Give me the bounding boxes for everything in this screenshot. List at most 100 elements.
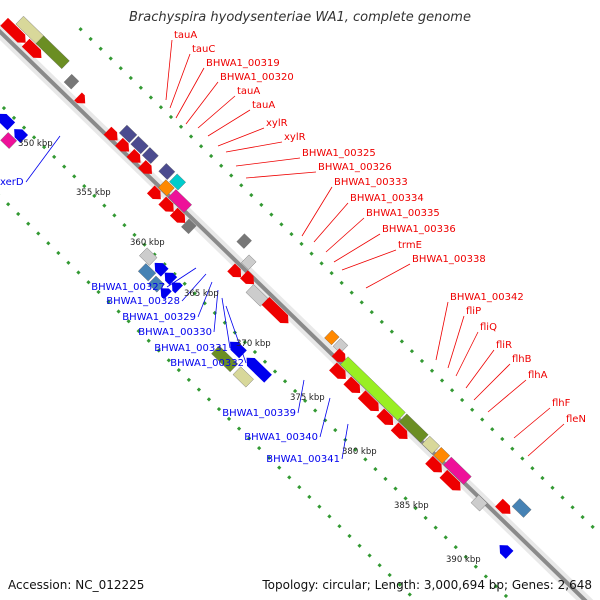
tick-dot bbox=[429, 368, 435, 373]
forward-gene-label: flhB bbox=[512, 354, 532, 365]
gene-feature-box bbox=[63, 73, 80, 90]
reverse-gene-label: BHWA1_00327 bbox=[91, 282, 165, 293]
tick-dot bbox=[176, 367, 181, 373]
gene-feature-box bbox=[340, 356, 406, 421]
leader-line bbox=[197, 281, 213, 318]
gene-feature-box bbox=[324, 329, 340, 346]
tick-dot bbox=[503, 593, 509, 599]
tick-dot bbox=[493, 584, 499, 589]
tick-dot bbox=[182, 281, 187, 286]
tick-dot bbox=[353, 447, 358, 452]
reverse-gene-arrow bbox=[160, 288, 172, 300]
gene-feature-box bbox=[421, 435, 441, 455]
forward-gene-arrow bbox=[331, 348, 346, 363]
leader-line bbox=[185, 81, 219, 125]
gene-feature-box bbox=[241, 254, 257, 271]
tick-dot bbox=[277, 465, 282, 470]
tick-dot bbox=[257, 446, 262, 451]
tick-dot bbox=[272, 369, 278, 374]
forward-gene-arrow bbox=[126, 149, 141, 163]
forward-gene-arrow bbox=[357, 390, 379, 412]
tick-dot bbox=[36, 231, 41, 236]
tick-dot bbox=[367, 553, 372, 558]
gene-feature-box bbox=[211, 345, 239, 373]
forward-gene-label: tauC bbox=[192, 44, 215, 55]
tick-dot bbox=[262, 359, 268, 364]
tick-dot bbox=[98, 46, 103, 51]
tick-dot bbox=[118, 66, 123, 71]
tick-dot bbox=[209, 153, 214, 159]
forward-gene-label: BHWA1_00320 bbox=[220, 72, 294, 83]
tick-dot bbox=[226, 416, 232, 421]
gene-feature-box bbox=[147, 275, 165, 293]
tick-dot bbox=[158, 105, 164, 110]
leader-line bbox=[221, 297, 231, 349]
tick-dot bbox=[198, 144, 204, 149]
gene-feature-box bbox=[158, 163, 176, 180]
tick-dot bbox=[106, 299, 111, 304]
forward-gene-arrow bbox=[146, 185, 161, 200]
gene-feature-box bbox=[232, 366, 254, 388]
tick-dot bbox=[403, 496, 408, 501]
leader-line bbox=[301, 186, 333, 237]
forward-gene-label: fliR bbox=[496, 340, 512, 351]
forward-gene-arrow bbox=[274, 309, 289, 324]
tick-dot bbox=[530, 466, 535, 471]
leader-line bbox=[217, 127, 265, 147]
tick-dot bbox=[62, 164, 67, 169]
reverse-gene-label: BHWA1_00331 bbox=[154, 343, 228, 354]
forward-gene-label: xylR bbox=[266, 118, 288, 129]
tick-dot bbox=[249, 192, 254, 198]
forward-gene-arrow bbox=[390, 422, 408, 439]
tick-dot bbox=[399, 339, 405, 344]
tick-dot bbox=[88, 36, 93, 42]
tick-dot bbox=[480, 417, 485, 422]
tick-dot bbox=[590, 524, 595, 529]
tick-dot bbox=[279, 222, 284, 227]
leader-line bbox=[487, 379, 527, 413]
forward-gene-label: flhA bbox=[528, 370, 548, 381]
gene-feature-box bbox=[443, 456, 472, 485]
leader-line bbox=[447, 315, 465, 369]
tick-dot bbox=[46, 241, 51, 246]
tick-dot bbox=[540, 475, 545, 481]
forward-gene-label: flhF bbox=[552, 398, 571, 409]
tick-dot bbox=[56, 250, 61, 256]
gene-feature-box bbox=[511, 498, 532, 518]
tick-dot bbox=[419, 358, 425, 364]
tick-dot bbox=[297, 485, 302, 490]
tick-dot bbox=[126, 319, 131, 324]
leader-line bbox=[465, 349, 495, 389]
kbp-label: 375 kbp bbox=[290, 393, 325, 403]
tick-dot bbox=[86, 280, 91, 285]
tick-dot bbox=[259, 202, 264, 207]
tick-dot bbox=[570, 505, 575, 510]
forward-gene-label: BHWA1_00338 bbox=[412, 254, 486, 265]
reverse-gene-arrow bbox=[246, 357, 272, 383]
tick-dot bbox=[269, 212, 274, 217]
tick-dot bbox=[156, 348, 161, 353]
kbp-label: 385 kbp bbox=[394, 501, 429, 511]
tick-dot bbox=[78, 27, 83, 32]
tick-dot bbox=[82, 184, 87, 189]
tick-dot bbox=[407, 592, 412, 597]
tick-dot bbox=[196, 387, 202, 392]
leader-line bbox=[25, 135, 61, 183]
map-title: Brachyspira hyodysenteriae WA1, complete… bbox=[129, 10, 471, 25]
tick-dot bbox=[41, 144, 47, 150]
tick-dot bbox=[357, 543, 362, 548]
tick-dot bbox=[287, 475, 292, 480]
tick-dot bbox=[359, 300, 364, 305]
gene-feature-box bbox=[470, 494, 488, 512]
tick-dot bbox=[66, 260, 71, 265]
leader-line bbox=[175, 67, 205, 119]
tick-dot bbox=[192, 291, 197, 296]
forward-gene-label: BHWA1_00334 bbox=[350, 193, 424, 204]
forward-gene-arrow bbox=[74, 92, 86, 104]
reverse-gene-arrow bbox=[499, 545, 514, 559]
leader-line bbox=[435, 301, 449, 361]
gene-feature-box bbox=[0, 132, 18, 149]
gene-feature-box bbox=[181, 218, 197, 235]
tick-dot bbox=[267, 455, 272, 461]
gene-labels: tauAtauCBHWA1_00319BHWA1_00320tauAtauAxy… bbox=[0, 30, 586, 465]
